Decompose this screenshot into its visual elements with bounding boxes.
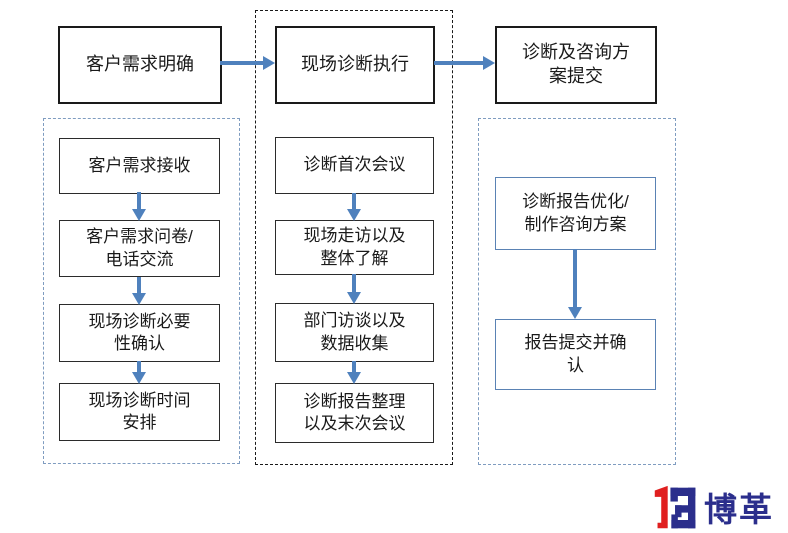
phase1-step3-box: 现场诊断必要 性确认 [59,304,220,362]
arrow-phase1-step3-to-step4-icon [132,361,146,384]
phase3-step1-box: 诊断报告优化/ 制作咨询方案 [495,177,656,250]
phase3-steps-container [478,118,676,465]
boge-bg-monogram-icon [654,485,696,529]
company-logo: 博革 [652,484,774,532]
phase3-step2-box: 报告提交并确 认 [495,319,656,390]
phase3-header-box: 诊断及咨询方 案提交 [495,26,657,104]
arrow-phase1-step2-to-step3-icon [132,277,146,305]
phase1-step1-box: 客户需求接收 [59,138,220,194]
arrow-phase2-step2-to-step3-icon [347,274,361,304]
phase1-step2-box: 客户需求问卷/ 电话交流 [59,220,220,277]
phase2-step2-box: 现场走访以及 整体了解 [275,220,434,275]
phase2-step1-box: 诊断首次会议 [275,137,434,194]
phase2-steps-container [255,10,453,465]
phase2-step3-box: 部门访谈以及 数据收集 [275,303,434,362]
arrow-phase1-step1-to-step2-icon [132,192,146,221]
arrow-phase2-to-phase3-icon [434,56,495,70]
arrow-phase1-to-phase2-icon [220,56,275,70]
arrow-phase2-step3-to-step4-icon [347,361,361,384]
company-name: 博革 [704,490,774,528]
phase1-step4-box: 现场诊断时间 安排 [59,383,220,441]
phase2-header-box: 现场诊断执行 [275,26,435,104]
phase1-steps-container [43,118,240,464]
arrow-phase3-step1-to-step2-icon [568,249,582,319]
arrow-phase2-step1-to-step2-icon [347,193,361,221]
phase1-header-box: 客户需求明确 [58,26,222,104]
phase2-step4-box: 诊断报告整理 以及末次会议 [275,383,434,443]
